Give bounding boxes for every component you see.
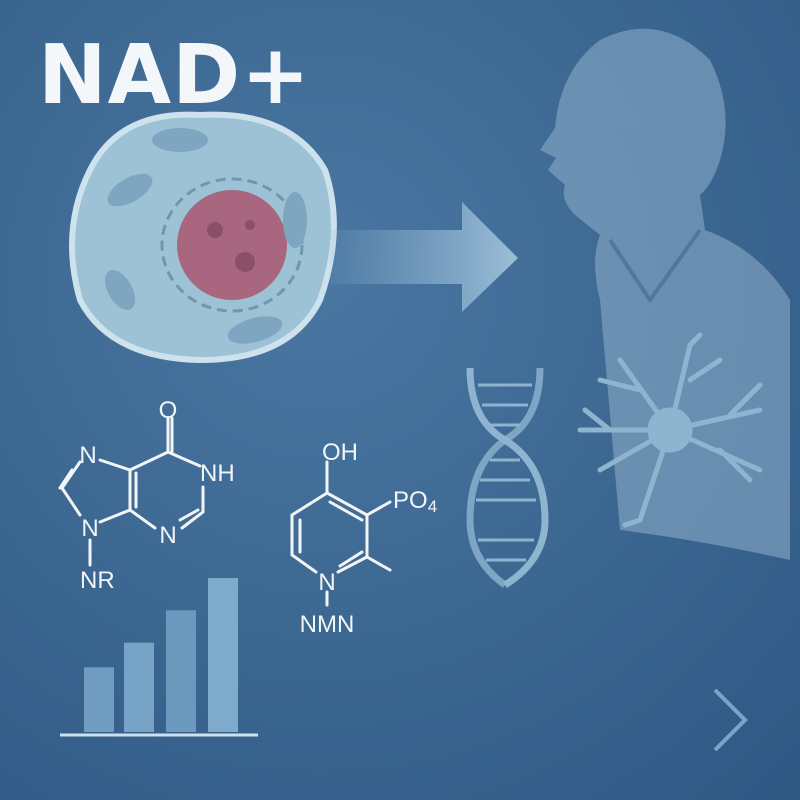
neuron-icon: [577, 332, 763, 528]
page-title: NAD+: [38, 28, 311, 123]
atom-oh: OH: [322, 439, 358, 466]
cell-icon: [69, 111, 337, 364]
atom-n3: N: [159, 522, 176, 549]
atom-n1: N: [79, 442, 96, 469]
elderly-man-icon: [540, 28, 790, 560]
arrow-right-icon: [330, 202, 518, 312]
nr-label: NR: [80, 567, 115, 594]
nmn-label: NMN: [300, 611, 355, 638]
atom-n: N: [318, 569, 335, 596]
bar: [166, 610, 196, 732]
dna-icon: [466, 367, 549, 588]
nmn-molecule: [290, 460, 392, 607]
atom-n9: N: [81, 515, 98, 542]
atom-o: O: [159, 397, 178, 424]
atom-nh: NH: [200, 460, 235, 487]
bar: [208, 578, 238, 732]
bar-chart-icon: [60, 578, 258, 737]
bar: [124, 642, 154, 732]
bar: [84, 667, 114, 732]
atom-po4: PO4: [393, 487, 437, 516]
purine-molecule: [58, 416, 205, 567]
chevron-right-icon[interactable]: [713, 688, 748, 752]
